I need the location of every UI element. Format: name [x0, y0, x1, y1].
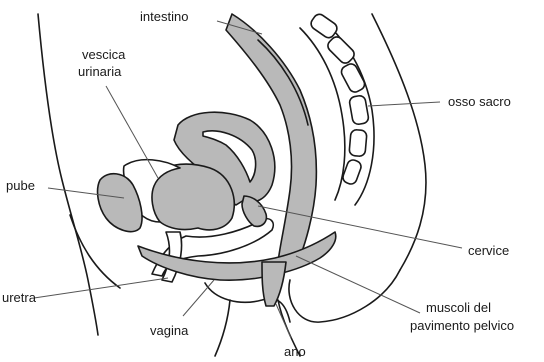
cervix [242, 196, 266, 226]
label-vescica-line2: urinaria [78, 64, 122, 79]
label-vagina: vagina [150, 323, 189, 338]
thigh-outline [70, 215, 120, 288]
label-ano: ano [284, 344, 306, 359]
label-uretra: uretra [2, 290, 37, 305]
label-cervice: cervice [468, 243, 509, 258]
label-muscoli-line2: pavimento pelvico [410, 318, 514, 333]
label-intestino: intestino [140, 9, 188, 24]
label-muscoli-line1: muscoli del [426, 300, 491, 315]
anus [262, 262, 286, 306]
lower-leg-outline [215, 300, 230, 356]
abdomen-outline [38, 14, 98, 335]
label-vescica-line1: vescica [82, 47, 126, 62]
label-pube: pube [6, 178, 35, 193]
label-osso-sacro: osso sacro [448, 94, 511, 109]
